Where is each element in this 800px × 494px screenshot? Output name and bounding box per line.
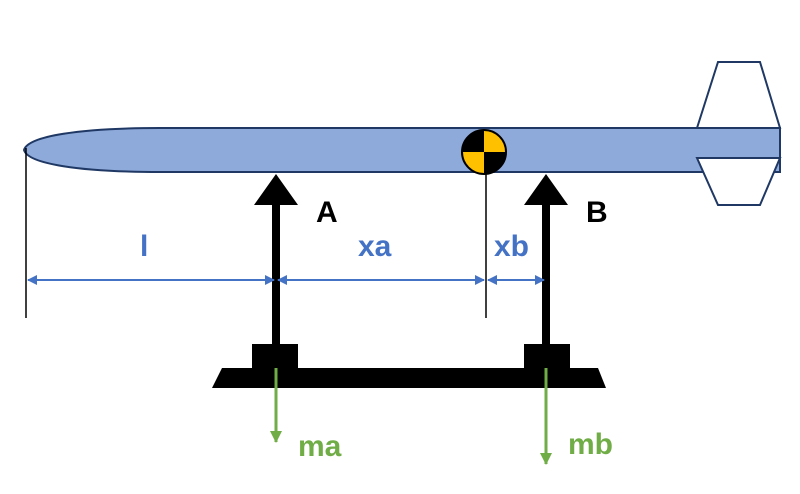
tail-fin-lower: [695, 157, 782, 206]
cg-marker-icon: [461, 129, 507, 175]
scale-platform: [212, 368, 606, 388]
scale-pad-a: [252, 344, 298, 368]
label-support-b: B: [586, 196, 608, 229]
missile: [22, 61, 782, 206]
label-xb: xb: [494, 230, 529, 263]
label-support-a: A: [316, 196, 338, 229]
support-b-post: [542, 204, 550, 344]
missile-body: [22, 127, 781, 173]
scale-pad-b: [524, 344, 570, 368]
tail-fin-upper: [695, 61, 782, 129]
label-l: l: [140, 230, 148, 263]
label-xa: xa: [358, 230, 392, 263]
label-mass-b: mb: [568, 428, 613, 461]
scale-base: [212, 344, 606, 388]
support-b-arrowhead: [524, 174, 568, 205]
support-b: [524, 174, 568, 344]
support-a: [254, 174, 298, 344]
support-a-arrowhead: [254, 174, 298, 205]
support-a-post: [272, 204, 280, 344]
label-mass-a: ma: [298, 430, 342, 463]
